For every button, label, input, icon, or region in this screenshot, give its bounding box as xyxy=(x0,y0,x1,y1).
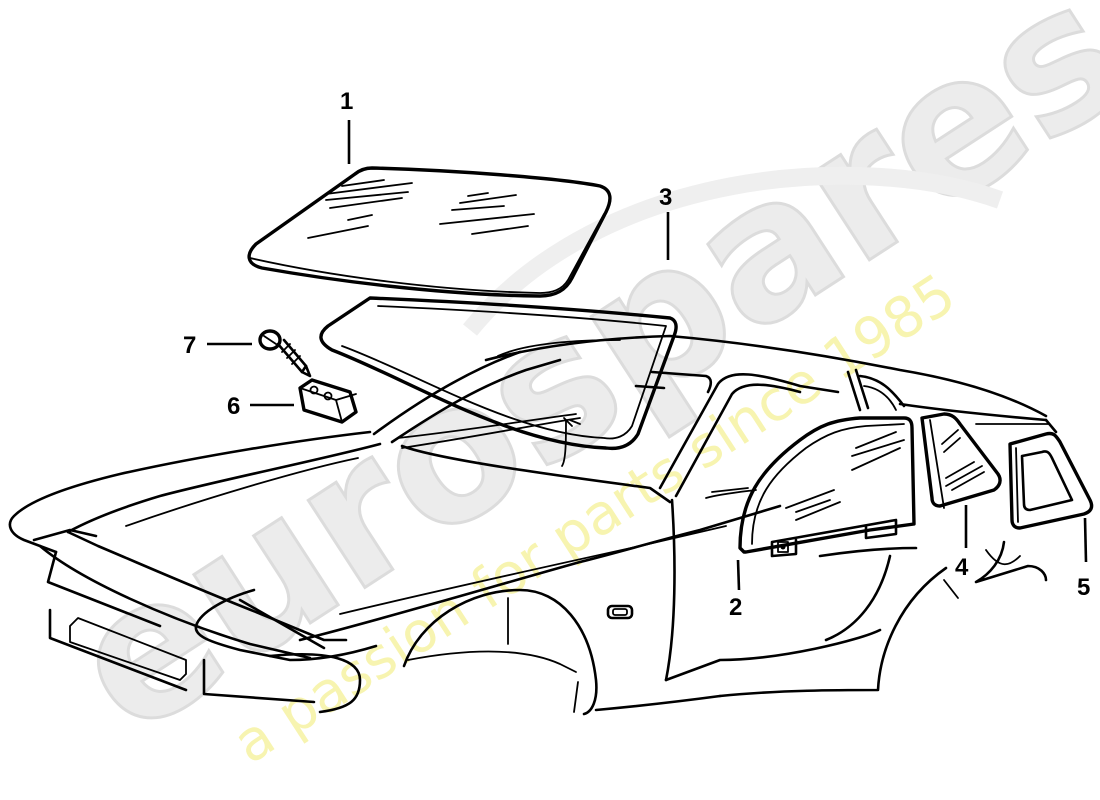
car-body-shell xyxy=(8,334,1058,716)
quarter-vent-window[interactable] xyxy=(920,412,1002,509)
callout-7[interactable]: 7 xyxy=(183,332,197,359)
screw[interactable] xyxy=(258,329,312,378)
windscreen-glass[interactable] xyxy=(247,166,612,298)
windscreen-seal[interactable] xyxy=(319,296,678,451)
glass-reflection-lines xyxy=(785,431,905,521)
leader-lines xyxy=(207,120,1088,591)
side-marker xyxy=(606,604,634,620)
callout-4[interactable]: 4 xyxy=(955,554,969,581)
door-window-glass[interactable] xyxy=(738,416,916,558)
watermark-swoosh xyxy=(463,166,1004,336)
callout-3[interactable]: 3 xyxy=(659,184,673,211)
glass-reflection-lines xyxy=(307,179,535,239)
callout-5[interactable]: 5 xyxy=(1077,574,1091,601)
callout-2[interactable]: 2 xyxy=(729,594,743,621)
clip-block[interactable] xyxy=(298,378,358,424)
callout-6[interactable]: 6 xyxy=(227,393,241,420)
glass-reflection-lines xyxy=(941,429,985,491)
rear-side-window[interactable] xyxy=(1008,431,1094,530)
callout-1[interactable]: 1 xyxy=(340,88,354,115)
